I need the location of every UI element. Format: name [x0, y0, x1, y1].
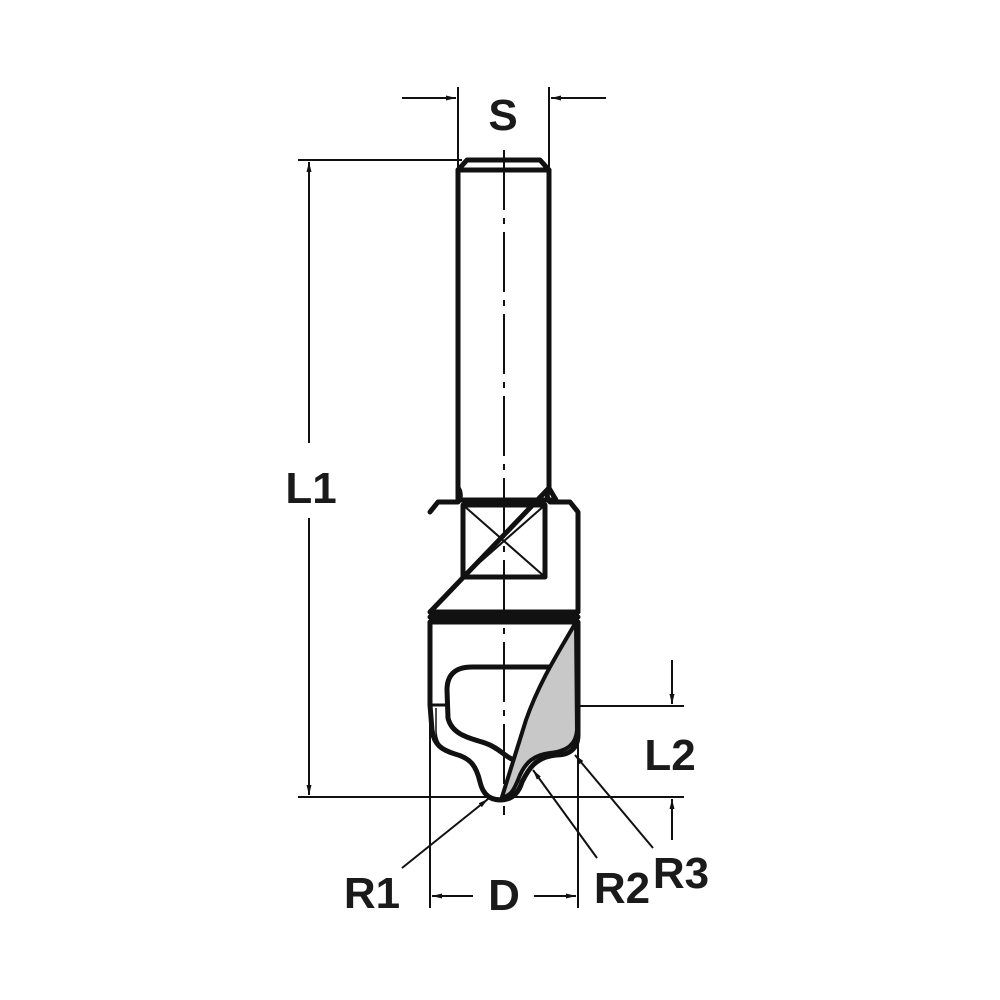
dimension-s: S: [402, 87, 606, 168]
label-l2: L2: [644, 731, 695, 780]
radius-r1: R1: [344, 798, 489, 918]
dimension-l1: L1: [285, 159, 490, 798]
label-l1: L1: [285, 464, 336, 513]
label-r3: R3: [653, 849, 709, 898]
label-d: D: [488, 871, 520, 920]
label-s: S: [488, 91, 517, 140]
label-r2: R2: [594, 864, 650, 913]
dimension-l2: L2: [510, 660, 696, 840]
dimension-d: D: [429, 612, 579, 920]
label-r1: R1: [344, 869, 400, 918]
cutter-head: [427, 619, 581, 803]
shank: [455, 157, 559, 503]
radius-r2: R2: [532, 769, 650, 913]
radius-r3: R3: [574, 754, 709, 898]
